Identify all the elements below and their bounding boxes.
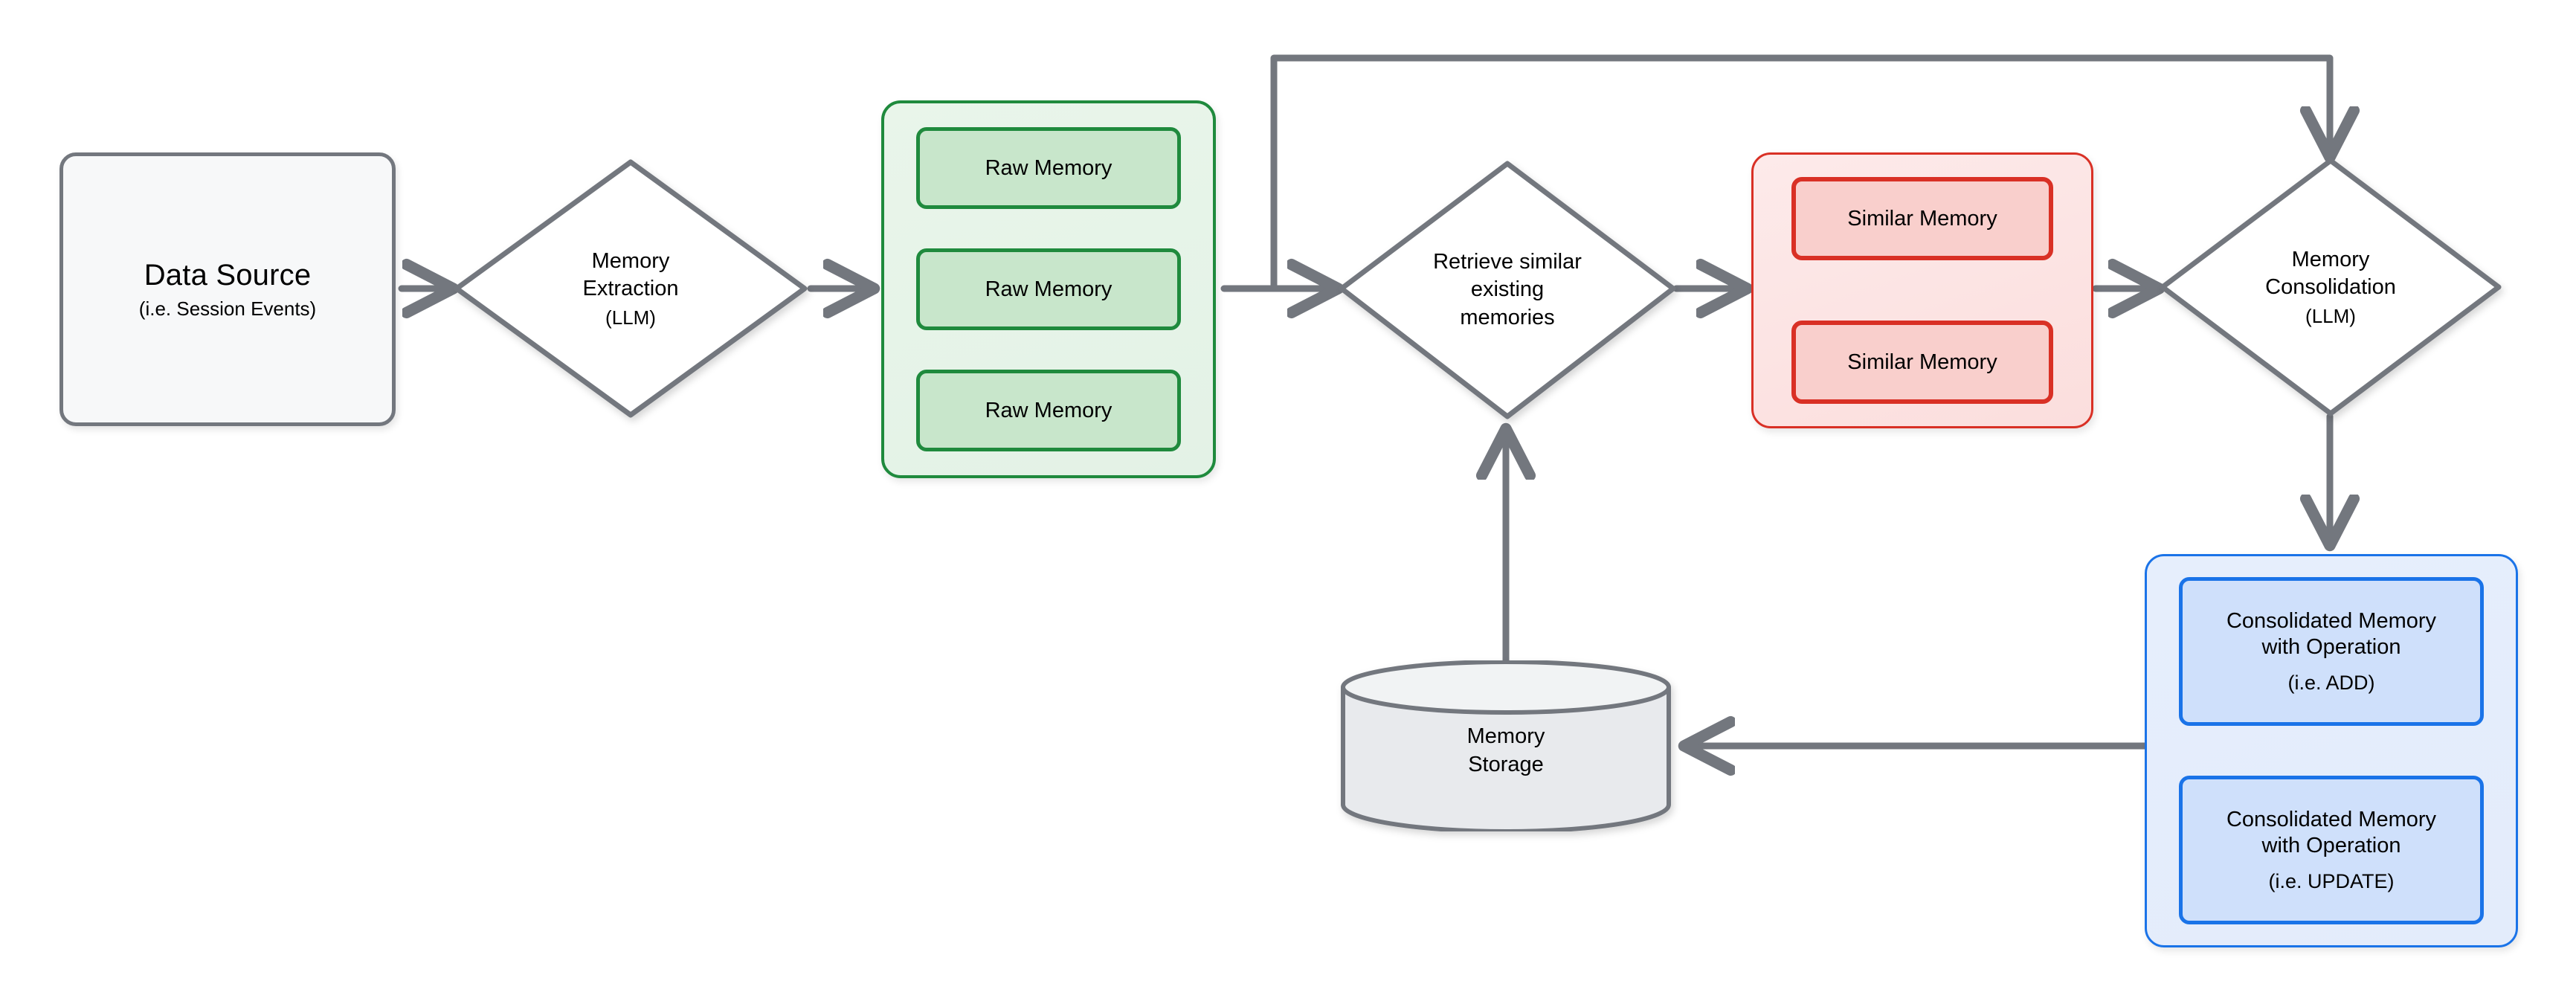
memory-consolidation-line2: Consolidation — [2265, 274, 2396, 299]
group-consolidated-memories: Consolidated Memory with Operation (i.e.… — [2145, 554, 2518, 947]
memory-consolidation-line1: Memory — [2291, 247, 2370, 271]
consolidated-memory-line2: with Operation — [2261, 634, 2401, 659]
memory-extraction-diamond-shape — [454, 159, 808, 418]
memory-extraction-line1: Memory — [591, 248, 670, 273]
memory-storage-line2: Storage — [1468, 753, 1544, 776]
raw-memory-label: Raw Memory — [985, 155, 1112, 180]
chip-similar-memory-2[interactable]: Similar Memory — [1791, 321, 2053, 404]
chip-raw-memory-3[interactable]: Raw Memory — [916, 370, 1181, 451]
node-memory-storage[interactable]: Memory Storage — [1339, 660, 1673, 831]
memory-consolidation-subtitle: (LLM) — [2305, 304, 2356, 327]
chip-raw-memory-2[interactable]: Raw Memory — [916, 248, 1181, 330]
chip-raw-memory-1[interactable]: Raw Memory — [916, 127, 1181, 209]
data-source-title: Data Source — [144, 258, 312, 292]
memory-consolidation-diamond-shape — [2160, 158, 2502, 416]
node-memory-extraction[interactable]: Memory Extraction (LLM) — [451, 156, 811, 421]
retrieve-similar-line3: memories — [1460, 305, 1555, 329]
group-similar-memories: Similar Memory Similar Memory — [1751, 152, 2093, 428]
chip-similar-memory-1[interactable]: Similar Memory — [1791, 177, 2053, 260]
consolidated-memory-line1: Consolidated Memory — [2226, 808, 2437, 831]
node-memory-consolidation[interactable]: Memory Consolidation (LLM) — [2157, 155, 2505, 419]
node-data-source[interactable]: Data Source (i.e. Session Events) — [59, 152, 396, 426]
consolidated-memory-operation: (i.e. ADD) — [2287, 671, 2375, 694]
chip-consolidated-memory-add[interactable]: Consolidated Memory with Operation (i.e.… — [2179, 577, 2484, 726]
group-raw-memories: Raw Memory Raw Memory Raw Memory — [881, 100, 1216, 478]
similar-memory-label: Similar Memory — [1847, 206, 1997, 231]
memory-storage-cylinder-shape — [1341, 660, 1671, 831]
node-retrieve-similar-memories[interactable]: Retrieve similar existing memories — [1336, 158, 1679, 422]
memory-storage-line1: Memory — [1466, 724, 1545, 749]
raw-memory-label: Raw Memory — [985, 398, 1112, 422]
memory-extraction-subtitle: (LLM) — [605, 306, 656, 329]
data-source-subtitle: (i.e. Session Events) — [138, 297, 317, 320]
raw-memory-label: Raw Memory — [985, 277, 1112, 301]
consolidated-memory-line2: with Operation — [2261, 833, 2401, 857]
memory-extraction-line2: Extraction — [582, 276, 679, 300]
consolidated-memory-operation: (i.e. UPDATE) — [2268, 869, 2395, 892]
similar-memory-label: Similar Memory — [1847, 350, 1997, 374]
retrieve-similar-line1: Retrieve similar — [1433, 250, 1582, 274]
chip-consolidated-memory-update[interactable]: Consolidated Memory with Operation (i.e.… — [2179, 776, 2484, 924]
retrieve-similar-diamond-shape — [1339, 161, 1676, 419]
retrieve-similar-line2: existing — [1470, 277, 1545, 302]
consolidated-memory-line1: Consolidated Memory — [2226, 609, 2437, 633]
